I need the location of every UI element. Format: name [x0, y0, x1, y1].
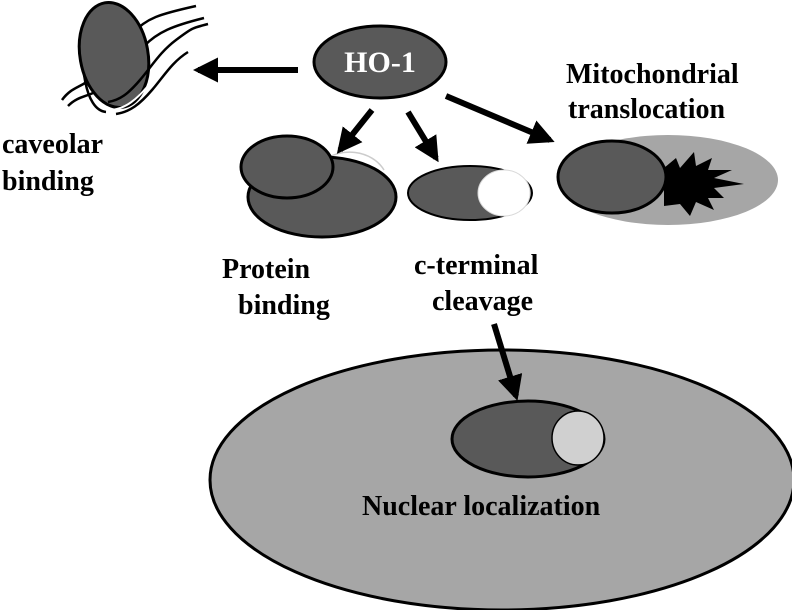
caveolar-membrane-gap: [111, 47, 185, 111]
arrows: [192, 57, 555, 401]
nuclear-label: Nuclear localization: [362, 491, 601, 522]
mitochondrial-pore-burst: [664, 152, 744, 216]
protein-label-line1: Protein: [222, 254, 311, 285]
cterminal-cleaved-tail: [477, 169, 531, 217]
nucleus-ellipse: [208, 348, 792, 610]
nuclear-ho1-tail: [551, 410, 605, 466]
caveolar-label-line2: binding: [2, 166, 94, 197]
arrow-to-cterminal: [405, 110, 439, 163]
mito-label-line1: Mitochondrial: [566, 59, 739, 90]
protein-label-line2: binding: [238, 290, 330, 321]
ho1-center-node: [312, 24, 448, 100]
caveolar-membrane-lines-front: [107, 22, 209, 104]
cterminal-label-line1: c-terminal: [414, 250, 539, 281]
arrow-to-protein-binding: [336, 108, 375, 154]
mito-ho1-shape: [556, 139, 668, 215]
caveolar-membrane-line-lower: [115, 50, 189, 116]
cterminal-label-line2: cleavage: [432, 286, 533, 317]
ho1-center-label: HO-1: [344, 46, 416, 79]
arrow-to-mitochondria: [444, 93, 555, 144]
arrow-to-nucleus: [491, 323, 523, 401]
caveolar-label-line1: caveolar: [2, 129, 103, 160]
mito-label-line2: translocation: [568, 94, 726, 125]
protein-binding-ho1: [239, 134, 335, 200]
